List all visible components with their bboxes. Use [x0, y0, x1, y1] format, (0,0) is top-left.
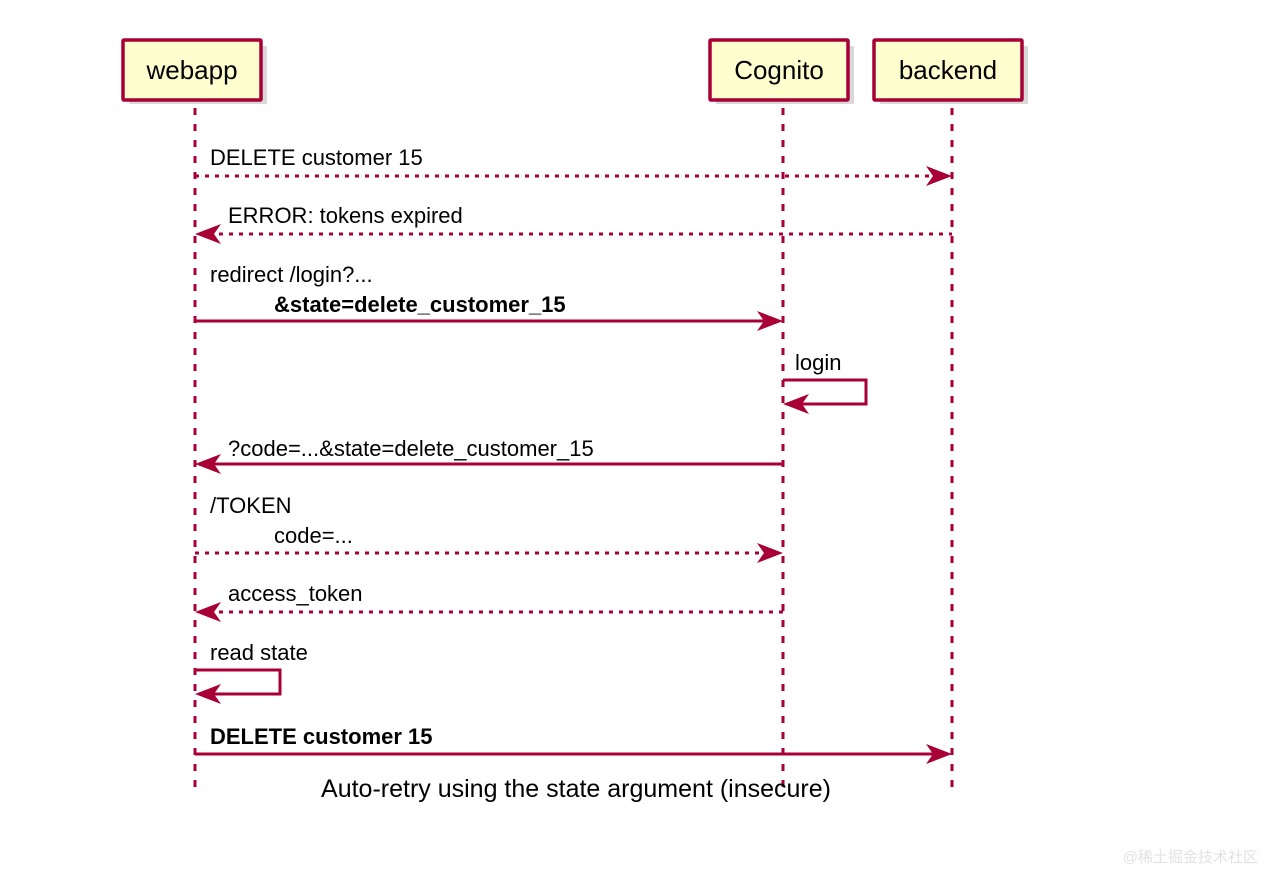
message-4-label: login [795, 350, 841, 375]
message-7-access-token[interactable]: access_token [195, 581, 783, 622]
participant-label-cognito: Cognito [734, 55, 824, 85]
message-5-label-part1: ?code=... [228, 436, 319, 461]
message-9-arrowhead [926, 744, 952, 764]
message-8-label: read state [210, 640, 308, 665]
message-9-label: DELETE customer 15 [210, 724, 433, 749]
participant-backend[interactable]: backend [872, 38, 1028, 104]
message-6-label-line2: code=... [274, 523, 353, 548]
participant-label-backend: backend [899, 55, 997, 85]
message-6-label-line1: /TOKEN [210, 493, 292, 518]
message-6-arrowhead [757, 543, 783, 563]
message-1-arrowhead [926, 166, 952, 186]
cognito-box[interactable] [708, 38, 850, 102]
message-7-label: access_token [228, 581, 363, 606]
webapp-box[interactable] [121, 38, 263, 102]
message-5-label-part2: &state=delete_customer_15 [319, 436, 594, 461]
participant-label-webapp: webapp [145, 55, 237, 85]
message-5-arrowhead [195, 454, 221, 474]
message-4-login-self[interactable]: login [783, 350, 868, 414]
participant-cognito[interactable]: Cognito [708, 38, 854, 104]
watermark: @稀土掘金技术社区 [1123, 849, 1258, 866]
message-2-arrowhead [195, 224, 221, 244]
message-3-arrowhead [757, 311, 783, 331]
lifelines-group [193, 108, 954, 790]
message-2-label: ERROR: tokens expired [228, 203, 463, 228]
message-2-error-tokens-expired[interactable]: ERROR: tokens expired [195, 203, 952, 244]
participant-webapp[interactable]: webapp [121, 38, 267, 104]
message-3-label-line2: &state=delete_customer_15 [274, 292, 566, 317]
message-6-token-request[interactable]: /TOKEN code=... [195, 493, 783, 563]
message-4-arrowhead [783, 394, 809, 414]
message-8-arrowhead [195, 684, 221, 704]
message-8-loop [195, 668, 282, 696]
message-3-redirect-login[interactable]: redirect /login?... &state=delete_custom… [195, 262, 783, 331]
message-1-delete-customer[interactable]: DELETE customer 15 [195, 145, 952, 186]
message-3-label-line1: redirect /login?... [210, 262, 373, 287]
diagram-caption: Auto-retry using the state argument (ins… [321, 775, 831, 803]
message-8-read-state-self[interactable]: read state [195, 640, 308, 704]
message-7-arrowhead [195, 602, 221, 622]
message-1-label: DELETE customer 15 [210, 145, 423, 170]
message-5-label: ?code=...&state=delete_customer_15 [228, 436, 594, 461]
message-5-code-and-state[interactable]: ?code=...&state=delete_customer_15 [195, 436, 783, 474]
backend-box[interactable] [872, 38, 1024, 102]
message-4-loop [783, 378, 868, 406]
message-9-delete-customer-retry[interactable]: DELETE customer 15 [195, 724, 952, 764]
